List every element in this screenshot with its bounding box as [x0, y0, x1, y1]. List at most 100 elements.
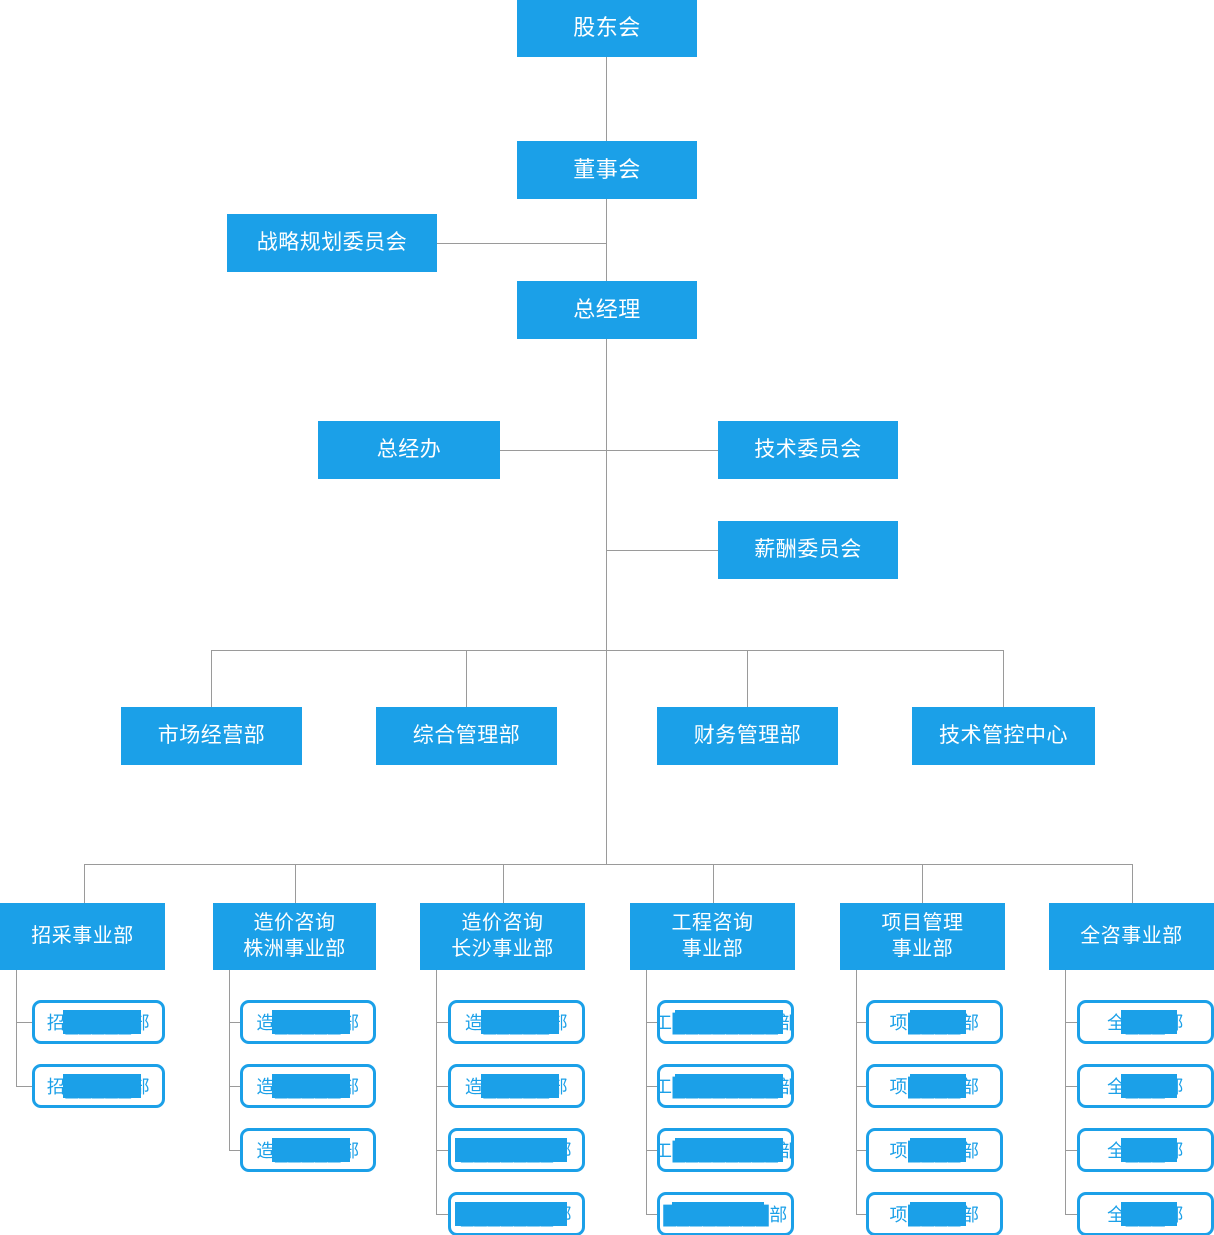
connector-elbow-unit-4-sub-2 [646, 1086, 657, 1087]
node-compensation-committee[interactable]: 薪酬委员会 [718, 521, 898, 579]
sub-department-label: 造█████部 [256, 1013, 360, 1033]
connector-drop-unit-3 [503, 864, 504, 903]
connector-gm-spine [606, 339, 607, 651]
node-shareholders-meeting[interactable]: 股东会 [517, 0, 697, 57]
connector-drop-unit-1 [84, 864, 85, 903]
business-unit-6-sub-department-1[interactable]: 全███部 [1077, 1000, 1214, 1044]
node-board-of-directors[interactable]: 董事会 [517, 141, 697, 199]
business-unit-4-sub-department-2[interactable]: 工████████部 [657, 1064, 794, 1108]
business-unit-5[interactable]: 项目管理 事业部 [840, 903, 1005, 970]
business-unit-6[interactable]: 全咨事业部 [1049, 903, 1214, 970]
connector-shareholders-to-board [606, 57, 607, 141]
connector-rail-unit-2 [229, 970, 230, 1150]
business-unit-2[interactable]: 造价咨询 株洲事业部 [213, 903, 376, 970]
node-strategic-planning-committee[interactable]: 战略规划委员会 [227, 214, 437, 272]
business-unit-1-sub-department-2[interactable]: 招█████部 [32, 1064, 165, 1108]
sub-department-label: 造█████部 [464, 1013, 569, 1033]
node-general-manager-office[interactable]: 总经办 [318, 421, 500, 479]
sub-department-label: 项████部 [889, 1141, 980, 1161]
connector-rail-unit-4 [646, 970, 647, 1214]
sub-department-label: 工████████部 [657, 1013, 794, 1033]
business-unit-1[interactable]: 招采事业部 [0, 903, 165, 970]
connector-elbow-unit-3-sub-3 [436, 1150, 448, 1151]
connector-elbow-unit-5-sub-4 [856, 1214, 866, 1215]
business-unit-5-sub-department-4[interactable]: 项████部 [866, 1192, 1003, 1235]
business-unit-4-sub-department-4[interactable]: ████████部 [657, 1192, 794, 1235]
business-unit-6-sub-department-4[interactable]: 全███部 [1077, 1192, 1214, 1235]
connector-elbow-unit-5-sub-2 [856, 1086, 866, 1087]
connector-department-bus [211, 650, 1003, 651]
sub-department-label: 造█████部 [256, 1077, 360, 1097]
business-unit-4-sub-department-1[interactable]: 工████████部 [657, 1000, 794, 1044]
business-unit-3[interactable]: 造价咨询 长沙事业部 [420, 903, 585, 970]
connector-elbow-unit-5-sub-1 [856, 1022, 866, 1023]
sub-department-label: 造█████部 [256, 1141, 360, 1161]
department-financial-management[interactable]: 财务管理部 [657, 707, 838, 765]
connector-elbow-unit-2-sub-2 [229, 1086, 240, 1087]
sub-department-label: 全███部 [1107, 1205, 1184, 1225]
connector-elbow-unit-6-sub-1 [1065, 1022, 1077, 1023]
business-unit-3-sub-department-2[interactable]: 造█████部 [448, 1064, 585, 1108]
connector-rail-unit-5 [856, 970, 857, 1214]
connector-elbow-unit-3-sub-4 [436, 1214, 448, 1215]
sub-department-label: 造█████部 [464, 1077, 569, 1097]
business-unit-3-sub-department-4[interactable]: ███████部 [448, 1192, 585, 1235]
connector-drop-unit-4 [713, 864, 714, 903]
sub-department-label: 项████部 [889, 1205, 980, 1225]
node-general-manager[interactable]: 总经理 [517, 281, 697, 339]
sub-department-label: ███████部 [460, 1141, 573, 1161]
business-unit-1-sub-department-1[interactable]: 招█████部 [32, 1000, 165, 1044]
department-technical-control-center[interactable]: 技术管控中心 [912, 707, 1095, 765]
business-unit-5-sub-department-2[interactable]: 项████部 [866, 1064, 1003, 1108]
connector-elbow-unit-4-sub-4 [646, 1214, 657, 1215]
connector-elbow-unit-6-sub-4 [1065, 1214, 1077, 1215]
sub-department-label: 项████部 [889, 1013, 980, 1033]
connector-gm-office-and-tech-committee [500, 450, 718, 451]
business-unit-2-sub-department-3[interactable]: 造█████部 [240, 1128, 376, 1172]
connector-elbow-unit-2-sub-1 [229, 1022, 240, 1023]
sub-department-label: 工████████部 [657, 1141, 794, 1161]
sub-department-label: ████████部 [663, 1205, 788, 1225]
sub-department-label: 全███部 [1107, 1141, 1184, 1161]
business-unit-4[interactable]: 工程咨询 事业部 [630, 903, 795, 970]
node-technology-committee[interactable]: 技术委员会 [718, 421, 898, 479]
department-general-management[interactable]: 综合管理部 [376, 707, 557, 765]
sub-department-label: 招█████部 [46, 1013, 151, 1033]
connector-elbow-unit-2-sub-3 [229, 1150, 240, 1151]
sub-department-label: 工████████部 [657, 1077, 794, 1097]
connector-rail-unit-1 [16, 970, 17, 1086]
connector-elbow-unit-1-sub-2 [16, 1086, 32, 1087]
sub-department-label: 全███部 [1107, 1013, 1184, 1033]
connector-elbow-unit-4-sub-3 [646, 1150, 657, 1151]
connector-drop-dept-4 [1003, 650, 1004, 707]
business-unit-3-sub-department-1[interactable]: 造█████部 [448, 1000, 585, 1044]
connector-drop-unit-6 [1132, 864, 1133, 903]
business-unit-3-sub-department-3[interactable]: ███████部 [448, 1128, 585, 1172]
connector-drop-dept-2 [466, 650, 467, 707]
department-market-operations[interactable]: 市场经营部 [121, 707, 302, 765]
connector-elbow-unit-6-sub-2 [1065, 1086, 1077, 1087]
connector-drop-unit-2 [295, 864, 296, 903]
sub-department-label: 招█████部 [46, 1077, 151, 1097]
business-unit-4-sub-department-3[interactable]: 工████████部 [657, 1128, 794, 1172]
sub-department-label: 项████部 [889, 1077, 980, 1097]
connector-strategic-committee [437, 243, 607, 244]
business-unit-5-sub-department-3[interactable]: 项████部 [866, 1128, 1003, 1172]
connector-elbow-unit-1-sub-1 [16, 1022, 32, 1023]
business-unit-5-sub-department-1[interactable]: 项████部 [866, 1000, 1003, 1044]
connector-drop-unit-5 [922, 864, 923, 903]
business-unit-6-sub-department-3[interactable]: 全███部 [1077, 1128, 1214, 1172]
connector-elbow-unit-6-sub-3 [1065, 1150, 1077, 1151]
connector-compensation-committee [606, 550, 718, 551]
connector-business-unit-bus [84, 864, 1132, 865]
connector-drop-dept-1 [211, 650, 212, 707]
connector-board-to-gm [606, 199, 607, 281]
business-unit-2-sub-department-1[interactable]: 造█████部 [240, 1000, 376, 1044]
connector-elbow-unit-5-sub-3 [856, 1150, 866, 1151]
business-unit-2-sub-department-2[interactable]: 造█████部 [240, 1064, 376, 1108]
business-unit-6-sub-department-2[interactable]: 全███部 [1077, 1064, 1214, 1108]
connector-elbow-unit-3-sub-1 [436, 1022, 448, 1023]
connector-rail-unit-6 [1065, 970, 1066, 1214]
connector-elbow-unit-3-sub-2 [436, 1086, 448, 1087]
